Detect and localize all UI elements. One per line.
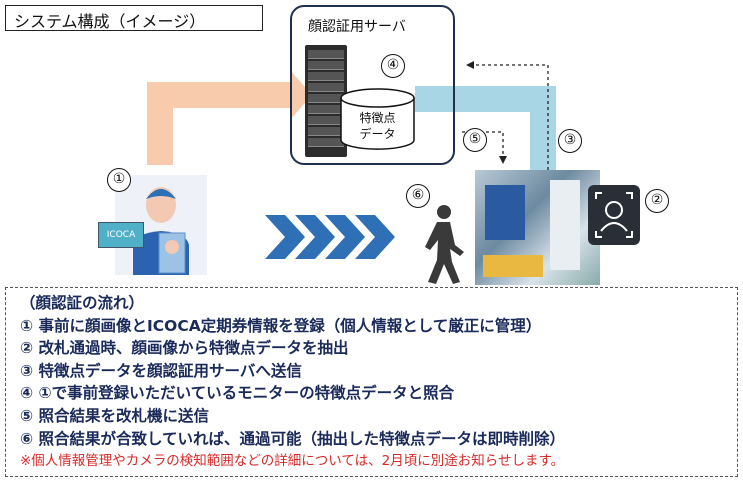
step-marker-1: ① [107, 168, 131, 192]
flow-step: ⑥ 照合結果が合致していれば、通過可能（抽出した特徴点データは即時削除） [20, 429, 566, 448]
orange-arrow [147, 70, 312, 165]
ticket-gate-photo [475, 170, 600, 285]
flow-description-box: （顔認証の流れ） ① 事前に顔画像とICOCA定期券情報を登録（個人情報として厳… [5, 287, 738, 477]
flow-note: ※個人情報管理やカメラの検知範囲などの詳細については、2月頃に別途お知らせします… [20, 453, 565, 470]
blue-arrow [415, 86, 556, 170]
face-recognition-server-box [290, 5, 455, 165]
walking-person-icon [425, 205, 464, 284]
step-marker-6: ⑥ [406, 184, 430, 208]
flow-heading: （顔認証の流れ） [20, 294, 145, 312]
flow-step: ② 改札通過時、顔画像から特徴点データを抽出 [20, 339, 349, 358]
flow-step: ⑤ 照合結果を改札機に送信 [20, 406, 210, 425]
server-label: 顔認証用サーバ [308, 19, 406, 35]
step-marker-2: ② [645, 189, 669, 213]
server-rack-icon [305, 45, 347, 157]
icoca-card-icon: ICOCA [98, 222, 144, 248]
step-marker-4: ④ [381, 54, 405, 78]
face-scan-icon [588, 185, 640, 245]
database-icon [340, 88, 415, 150]
flow-step: ④ ①で事前登録いただいているモニターの特徴点データと照合 [20, 384, 455, 403]
step-marker-3: ③ [558, 129, 582, 153]
chevron-arrows [265, 215, 395, 259]
connector-arrows [147, 61, 556, 284]
flow-step: ① 事前に顔画像とICOCA定期券情報を登録（個人情報として厳正に管理） [20, 316, 542, 335]
diagram-title: システム構成（イメージ） [5, 5, 263, 31]
step-marker-5: ⑤ [463, 128, 487, 152]
dashed-arrow-to-server [474, 64, 549, 170]
flow-step: ③ 特徴点データを顔認証用サーバへ送信 [20, 361, 302, 380]
database-label: 特徴点データ [359, 111, 396, 141]
